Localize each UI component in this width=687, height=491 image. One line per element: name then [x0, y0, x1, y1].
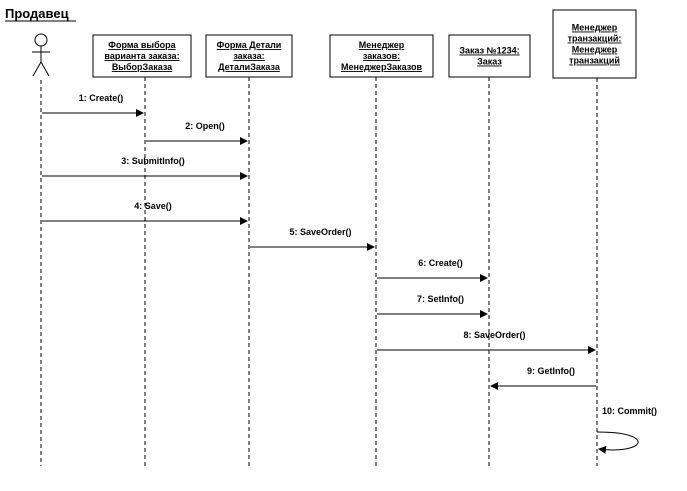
diagram-title: Продавец [5, 6, 69, 21]
message-label: 4: Save() [134, 201, 172, 211]
message-label: 5: SaveOrder() [289, 227, 351, 237]
message-9: 9: GetInfo() [490, 366, 596, 390]
participant-label: транзакций [569, 56, 620, 66]
participant-box [92, 34, 192, 78]
participant-p4: Заказ №1234:Заказ [448, 34, 531, 466]
message-label: 1: Create() [79, 93, 124, 103]
message-label: 9: GetInfo() [527, 366, 575, 376]
participant-box [448, 34, 531, 78]
messages: 1: Create() 2: Open() 3: SubmitInfo() 4: Sa… [42, 93, 657, 454]
participant-label: ВыборЗаказа [112, 62, 173, 72]
participant-label: заказа: [233, 51, 264, 61]
participant-label: варианта заказа: [104, 51, 179, 61]
participant-label: Менеджер [572, 23, 618, 33]
participant-label: заказов: [363, 51, 400, 61]
participant-label: Менеджер [572, 45, 618, 55]
message-10: 10: Commit() [596, 406, 657, 454]
message-2: 2: Open() [146, 121, 248, 145]
message-label: 2: Open() [185, 121, 225, 131]
participant-label: Менеджер [359, 40, 405, 50]
message-6: 6: Create() [377, 258, 488, 282]
participant-label: транзакций: [568, 34, 622, 44]
message-3: 3: SubmitInfo() [42, 156, 248, 180]
participant-actor [32, 33, 50, 466]
message-label: 8: SaveOrder() [463, 330, 525, 340]
message-label: 7: SetInfo() [417, 294, 464, 304]
participant-label: Форма Детали [217, 40, 282, 50]
message-8: 8: SaveOrder() [377, 330, 596, 354]
participant-label: ДеталиЗаказа [218, 62, 281, 72]
participant-box [552, 9, 637, 79]
message-4: 4: Save() [42, 201, 248, 225]
participant-label: Заказ [477, 57, 502, 67]
actor-figure-icon [32, 33, 50, 77]
message-7: 7: SetInfo() [377, 294, 488, 318]
message-label: 10: Commit() [602, 406, 657, 416]
message-label: 3: SubmitInfo() [121, 156, 185, 166]
participant-label: Заказ №1234: [459, 46, 519, 56]
self-message-arrow [596, 431, 639, 454]
participant-label: Форма выбора [108, 40, 176, 50]
message-1: 1: Create() [42, 93, 144, 117]
message-5: 5: SaveOrder() [250, 227, 375, 251]
message-label: 6: Create() [418, 258, 463, 268]
participant-box [329, 34, 434, 78]
participant-label: МенеджерЗаказов [341, 62, 422, 72]
